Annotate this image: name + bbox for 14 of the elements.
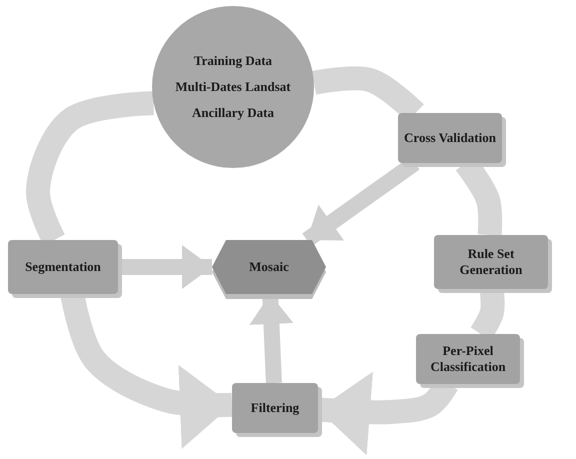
process-box (8, 240, 118, 294)
node-label: Cross Validation (404, 130, 496, 146)
process-box (416, 334, 520, 384)
process-box (232, 383, 318, 433)
node-label: Rule Set Generation (458, 246, 524, 278)
node-label: Per-Pixel Classification (429, 343, 507, 375)
process-box (398, 113, 502, 163)
node-label: Mosaic (249, 259, 289, 275)
process-box (434, 235, 548, 289)
node-label: Filtering (250, 400, 300, 416)
node-label: Ancillary Data (192, 105, 274, 121)
node-label: Multi-Dates Landsat (175, 79, 291, 95)
node-label: Training Data (194, 53, 272, 69)
node-label: Segmentation (25, 259, 101, 275)
